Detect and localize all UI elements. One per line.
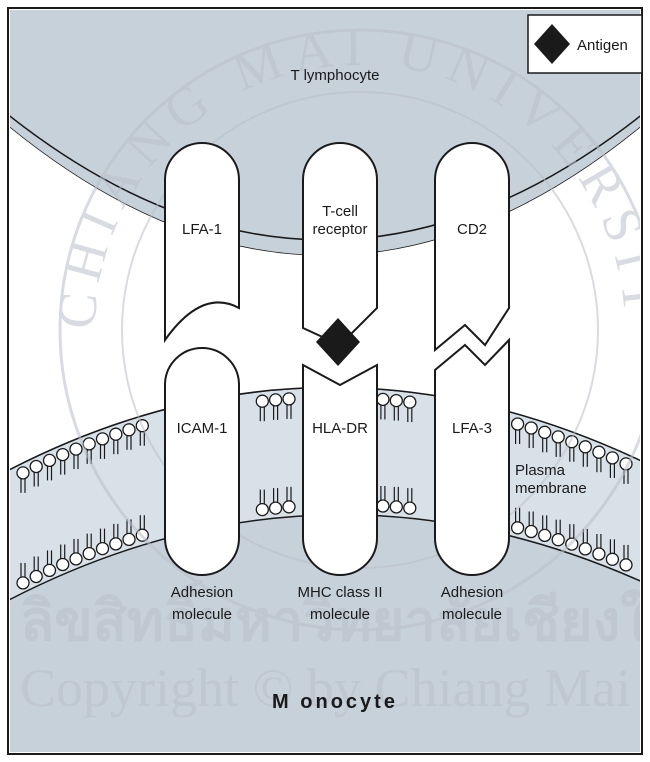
outer-phospholipid-head <box>377 393 389 405</box>
outer-phospholipid-head <box>283 393 295 405</box>
outer-phospholipid-head <box>390 395 402 407</box>
outer-phospholipid-head <box>552 431 564 443</box>
plasma-membrane-label-line: Plasma <box>515 462 566 479</box>
inner-phospholipid-head <box>270 502 282 514</box>
inner-phospholipid-head <box>525 526 537 538</box>
inner-phospholipid-head <box>606 553 618 565</box>
outer-phospholipid-head <box>17 467 29 479</box>
inner-phospholipid-head <box>17 577 29 589</box>
inner-phospholipid-head <box>377 500 389 512</box>
icam1-molecule <box>165 348 239 575</box>
inner-phospholipid-head <box>97 543 109 555</box>
tcr-label: receptor <box>312 221 367 238</box>
inner-phospholipid-head <box>512 522 524 534</box>
lfa3-molecule <box>435 340 509 575</box>
outer-phospholipid-head <box>70 443 82 455</box>
inner-phospholipid-head <box>404 502 416 514</box>
outer-phospholipid-head <box>606 452 618 464</box>
outer-phospholipid-head <box>30 461 42 473</box>
outer-phospholipid-head <box>110 428 122 440</box>
outer-phospholipid-head <box>44 454 56 466</box>
hladr-label: HLA-DR <box>312 420 368 437</box>
tcr-molecule <box>303 143 377 345</box>
outer-phospholipid-head <box>539 426 551 438</box>
outer-phospholipid-head <box>256 395 268 407</box>
monocyte-label: M onocyte <box>272 691 398 713</box>
outer-phospholipid-head <box>593 446 605 458</box>
plasma-membrane-label-line: membrane <box>515 480 587 497</box>
inner-phospholipid-head <box>110 538 122 550</box>
inner-phospholipid-head <box>579 543 591 555</box>
legend-antigen-label: Antigen <box>577 37 628 54</box>
inner-phospholipid-head <box>70 553 82 565</box>
cd2-molecule <box>435 143 509 350</box>
outer-phospholipid-head <box>512 418 524 430</box>
inner-phospholipid-head <box>620 559 632 571</box>
inner-phospholipid-head <box>390 501 402 513</box>
outer-phospholipid-head <box>97 433 109 445</box>
molecule-caption: molecule <box>172 606 232 623</box>
inner-phospholipid-head <box>83 548 95 560</box>
lfa1-label: LFA-1 <box>182 221 222 238</box>
inner-phospholipid-head <box>593 548 605 560</box>
inner-phospholipid-head <box>44 564 56 576</box>
molecule-caption: Adhesion <box>441 584 504 601</box>
molecule-caption: Adhesion <box>171 584 234 601</box>
inner-phospholipid-head <box>256 504 268 516</box>
inner-phospholipid-head <box>552 534 564 546</box>
outer-phospholipid-head <box>270 394 282 406</box>
inner-phospholipid-head <box>123 533 135 545</box>
inner-phospholipid-head <box>30 571 42 583</box>
outer-phospholipid-head <box>57 449 69 461</box>
cd2-label: CD2 <box>457 221 487 238</box>
inner-phospholipid-head <box>57 559 69 571</box>
outer-phospholipid-head <box>579 441 591 453</box>
lfa3-label: LFA-3 <box>452 420 492 437</box>
molecule-caption: molecule <box>310 606 370 623</box>
molecule-caption: MHC class II <box>297 584 382 601</box>
inner-phospholipid-head <box>283 501 295 513</box>
outer-phospholipid-head <box>404 396 416 408</box>
molecule-caption: molecule <box>442 606 502 623</box>
outer-phospholipid-head <box>525 422 537 434</box>
inner-phospholipid-head <box>539 529 551 541</box>
legend: Antigen <box>528 15 642 73</box>
outer-phospholipid-head <box>123 424 135 436</box>
hladr-molecule <box>303 365 377 575</box>
icam1-label: ICAM-1 <box>177 420 228 437</box>
t-lymphocyte-label: T lymphocyte <box>291 67 380 84</box>
tcr-label: T-cell <box>322 203 358 220</box>
